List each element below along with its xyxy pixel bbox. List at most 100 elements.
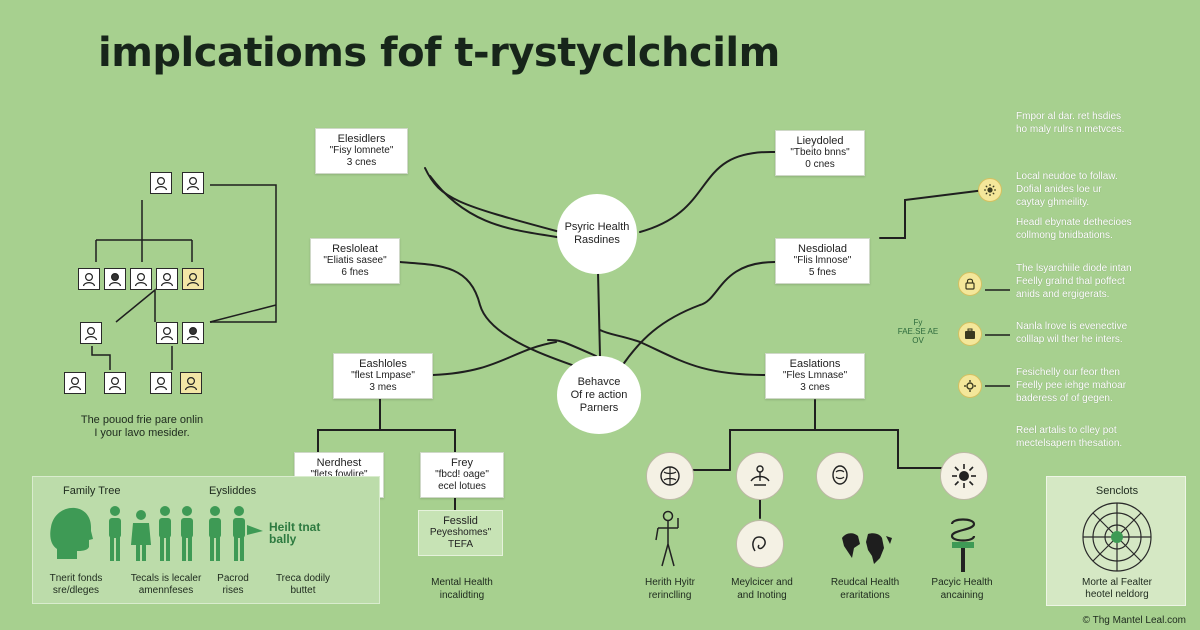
page-title: implcatioms fof t-rystyclchcilm [98,30,780,76]
box-meta: 6 fnes [341,267,369,278]
briefcase-icon[interactable] [958,322,982,346]
info-text-line2: Dofial anides loe ur [1016,184,1102,195]
center-node-line2: Of re action [570,388,628,401]
bottom-item-line1: Meylcicer and [731,577,793,588]
concept-box[interactable]: Nesdiolad "Flis lmnose" 5 fnes [775,238,870,284]
family-caption: The pouod frie pare onlin I your lavo me… [62,414,222,440]
panel-highlight-line2: bally [269,532,297,546]
info-text-line2: mectelsapern thesation. [1016,438,1123,449]
box-title: Fesslid [443,515,478,527]
center-node-behavior[interactable]: Behavce Of re action Parners [557,356,641,434]
box-meta: TEFA [447,539,473,550]
info-text: Fmpor al dar. ret hsdies ho maly rulrs n… [1016,110,1124,136]
box-subtitle: Peyeshomes" [429,527,492,538]
person-icon[interactable] [182,268,204,290]
concept-box[interactable]: Eashloles "flest Lmpase" 3 mes [333,353,433,399]
box-meta: 3 cnes [800,382,830,393]
person-icon[interactable] [180,372,202,394]
panel-label-line2: sre/dleges [52,585,100,596]
bottom-item-line2: ancaining [940,590,984,601]
mental-health-line1: Mental Health [431,577,493,588]
concept-box-muted[interactable]: Fesslid Peyeshomes" TEFA [418,510,503,556]
person-icon[interactable] [156,268,178,290]
mental-health-label: Mental Health incalidting [412,576,512,602]
family-caption-line1: The pouod frie pare onlin [80,414,204,426]
info-text-line1: The lsyarchiile diode intan [1016,263,1132,274]
sun-icon[interactable] [978,178,1002,202]
concept-box[interactable]: Easlations "Fles Lmnase" 3 cnes [765,353,865,399]
concept-box[interactable]: Resloleat "Eliatis sasee" 6 fnes [310,238,400,284]
center-node-line2: Rasdines [574,234,620,246]
person-icon[interactable] [150,372,172,394]
bottom-item-label: Reudcal Health eraritations [818,576,912,602]
brain-icon[interactable] [646,452,694,500]
info-text-line1: Reel artalis to clley pot [1016,425,1117,436]
info-text-line1: Fesichelly our feor then [1016,367,1120,378]
box-title: Lieydoled [796,135,844,147]
family-caption-line2: I your lavo mesider. [94,427,190,439]
info-text-line3: anids and ergigerats. [1016,289,1110,300]
box-subtitle: "flest Lmpase" [351,370,415,381]
person-icon[interactable] [156,322,178,344]
concept-box[interactable]: Elesidlers "Fisy lomnete" 3 cnes [315,128,408,174]
person-icon[interactable] [130,268,152,290]
concept-box[interactable]: Frey "fbcd! oage" ecel lotues [420,452,504,498]
panel-highlight: Heilt tnat bally [269,521,320,545]
person-icon[interactable] [80,322,102,344]
box-subtitle: "Eliatis sasee" [323,255,387,266]
person-icon[interactable] [150,172,172,194]
center-node-health[interactable]: Psyric Health Rasdines [557,194,637,274]
mental-health-line2: incalidting [439,590,485,601]
info-text-line2: colllap wil ther he inters. [1016,334,1123,345]
info-text-line2: Feelly pee iehge mahoar [1016,380,1127,391]
box-subtitle: "Fisy lomnete" [329,145,394,156]
gear-icon[interactable] [958,374,982,398]
hands-icon[interactable] [736,520,784,568]
box-subtitle: "Tbeito bnns" [790,147,850,158]
senclots-heading: Senclots [1095,485,1139,497]
panel-label-line2: rises [222,585,244,596]
bottom-item-line1: Pacyic Health [931,577,993,588]
head-icon[interactable] [816,452,864,500]
person-icon[interactable] [182,172,204,194]
info-text: Headl ebynate dethecioes collmong bnidba… [1016,216,1132,242]
concept-box[interactable]: Lieydoled "Tbeito bnns" 0 cnes [775,130,865,176]
box-title: Nerdhest [316,457,362,469]
info-text: Reel artalis to clley pot mectelsapern t… [1016,424,1122,450]
info-text-line1: Fmpor al dar. ret hsdies [1016,111,1122,122]
box-title: Nesdiolad [798,243,847,255]
side-mark-line3: OV [912,336,924,345]
panel-label-line2: amennfeses [138,585,194,596]
meditation-icon[interactable] [736,452,784,500]
panel-label-line2: buttet [290,585,316,596]
box-title: Frey [451,457,473,469]
coil-stand-icon [950,518,976,572]
person-icon[interactable] [182,322,204,344]
info-text: Local neudoe to follaw. Dofial anides lo… [1016,170,1118,209]
bottom-item-line2: rerinclling [648,590,692,601]
senclots-line1: Morte al Fealter [1081,577,1153,588]
box-meta: 3 mes [369,382,397,393]
bottom-item-label: Pacyic Health ancaining [920,576,1004,602]
person-icon[interactable] [104,268,126,290]
lock-icon[interactable] [958,272,982,296]
senclots-caption: Morte al Fealter heotel neldorg [1047,577,1187,601]
bottom-item-line1: Reudcal Health [830,577,900,588]
sun-gear-icon[interactable] [940,452,988,500]
panel-heading-right: Eysliddes [209,485,257,497]
center-node-line3: Parners [579,401,619,414]
person-icon[interactable] [78,268,100,290]
panel-label-line1: Tnerit fonds [49,573,103,584]
panel-highlight-line1: Heilt tnat [269,520,321,534]
family-tree-panel: Family Tree Eysliddes Heilt tnat bally T… [32,476,380,604]
family-figures-icon [109,506,263,561]
person-icon[interactable] [64,372,86,394]
box-title: Easlations [789,358,841,370]
info-text-line2: collmong bnidbations. [1016,230,1113,241]
footer-credit: © Thg Mantel Leal.com [1082,615,1186,626]
info-text-line1: Headl ebynate dethecioes [1016,217,1132,228]
person-icon[interactable] [104,372,126,394]
info-text: Nanla lrove is evenective colllap wil th… [1016,320,1127,346]
mandala-icon [1082,502,1152,572]
